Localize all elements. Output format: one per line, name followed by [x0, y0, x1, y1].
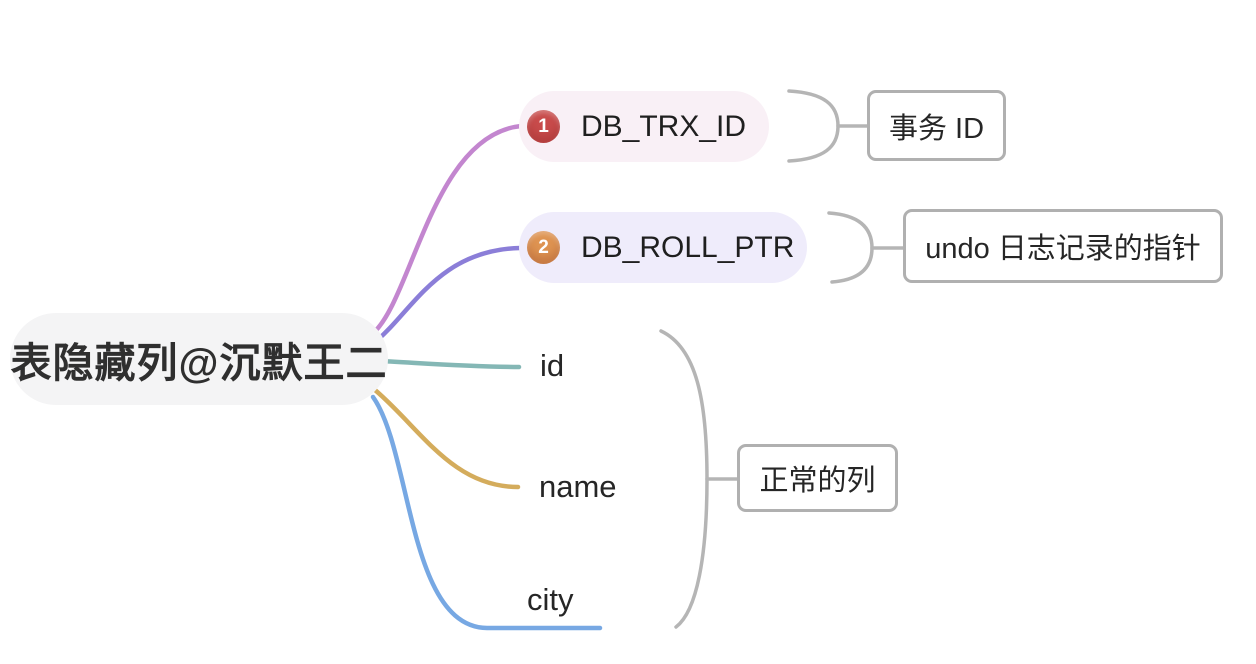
- callout-db-trx-id-label: 事务 ID: [888, 112, 985, 145]
- node-id[interactable]: id: [540, 348, 565, 383]
- root-label: 表隐藏列@沉默王二: [10, 340, 388, 386]
- branch-curve-city: [370, 394, 603, 631]
- callout-normal-columns-label: 正常的列: [759, 465, 876, 497]
- node-db-trx-id[interactable]: 1 DB_TRX_ID: [519, 91, 769, 162]
- brace-normal-columns: [659, 329, 709, 629]
- branch-line-id: [377, 358, 522, 370]
- callout-normal-columns[interactable]: 正常的列: [737, 444, 898, 512]
- node-db-roll-ptr[interactable]: 2 DB_ROLL_PTR: [519, 212, 807, 283]
- callout-db-roll-ptr-label: undo 日志记录的指针: [925, 233, 1201, 265]
- branch-curve-db-trx-id: [369, 123, 524, 337]
- callout-db-roll-ptr[interactable]: undo 日志记录的指针: [903, 209, 1223, 283]
- brace-db-trx-id: [787, 89, 840, 163]
- brace-db-roll-ptr: [827, 211, 874, 284]
- node-city[interactable]: city: [527, 582, 574, 617]
- node-db-trx-id-label: DB_TRX_ID: [581, 109, 747, 143]
- branch-curve-name: [372, 387, 521, 490]
- priority-1-badge: 1: [527, 110, 560, 143]
- node-db-roll-ptr-label: DB_ROLL_PTR: [581, 230, 795, 264]
- priority-2-badge: 2: [527, 231, 560, 264]
- branch-curve-db-roll-ptr: [372, 245, 523, 345]
- node-name[interactable]: name: [539, 469, 617, 504]
- callout-db-trx-id[interactable]: 事务 ID: [867, 90, 1006, 161]
- root-node[interactable]: 表隐藏列@沉默王二: [10, 313, 388, 405]
